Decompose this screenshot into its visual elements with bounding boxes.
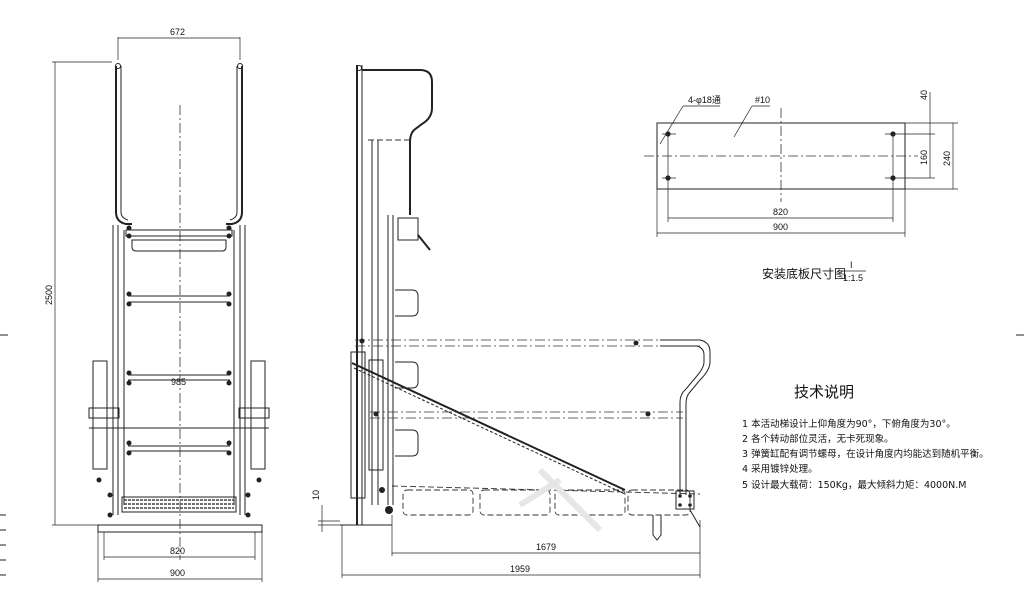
plate-scale: 1:1.5 — [843, 273, 863, 283]
plate-dim-820: 820 — [773, 207, 788, 217]
dim-2500: 2500 — [44, 285, 54, 305]
front-view: 672 2500 985 820 900 — [44, 27, 270, 582]
dim-1679: 1679 — [536, 542, 556, 552]
note-item: 1 本活动梯设计上仰角度为90°，下俯角度为30°。 — [742, 418, 956, 430]
plate-dim-900: 900 — [773, 222, 788, 232]
technical-notes: 技术说明 1 本活动梯设计上仰角度为90°，下俯角度为30°。 2 各个转动部位… — [742, 383, 989, 491]
side-view: 10 1679 1959 — [311, 65, 711, 578]
plate-dim-40: 40 — [919, 90, 929, 100]
dim-10: 10 — [311, 490, 321, 500]
dim-820: 820 — [170, 546, 185, 556]
dim-985: 985 — [171, 377, 186, 387]
dim-900: 900 — [170, 568, 185, 578]
note-item: 4 采用镀锌处理。 — [742, 463, 818, 475]
dim-672: 672 — [170, 27, 185, 37]
dim-1959: 1959 — [510, 564, 530, 574]
thickness-label: #10 — [755, 95, 770, 105]
note-item: 2 各个转动部位灵活，无卡死现象。 — [742, 433, 894, 445]
plate-dim-160: 160 — [919, 150, 929, 165]
plate-dim-240: 240 — [942, 151, 952, 166]
hole-label: 4-φ18通 — [688, 95, 721, 105]
note-item: 5 设计最大载荷：150Kg，最大倾斜力矩：4000N.M — [742, 479, 966, 491]
note-item: 3 弹簧缸配有调节螺母，在设计角度内均能达到随机平衡。 — [742, 448, 989, 460]
notes-title: 技术说明 — [794, 383, 854, 401]
base-plate-view: 820 900 40 160 240 4-φ18通 #10 安装底板尺寸图 I … — [644, 90, 958, 283]
plate-caption: 安装底板尺寸图 — [762, 266, 846, 281]
view-id: I — [850, 260, 853, 270]
